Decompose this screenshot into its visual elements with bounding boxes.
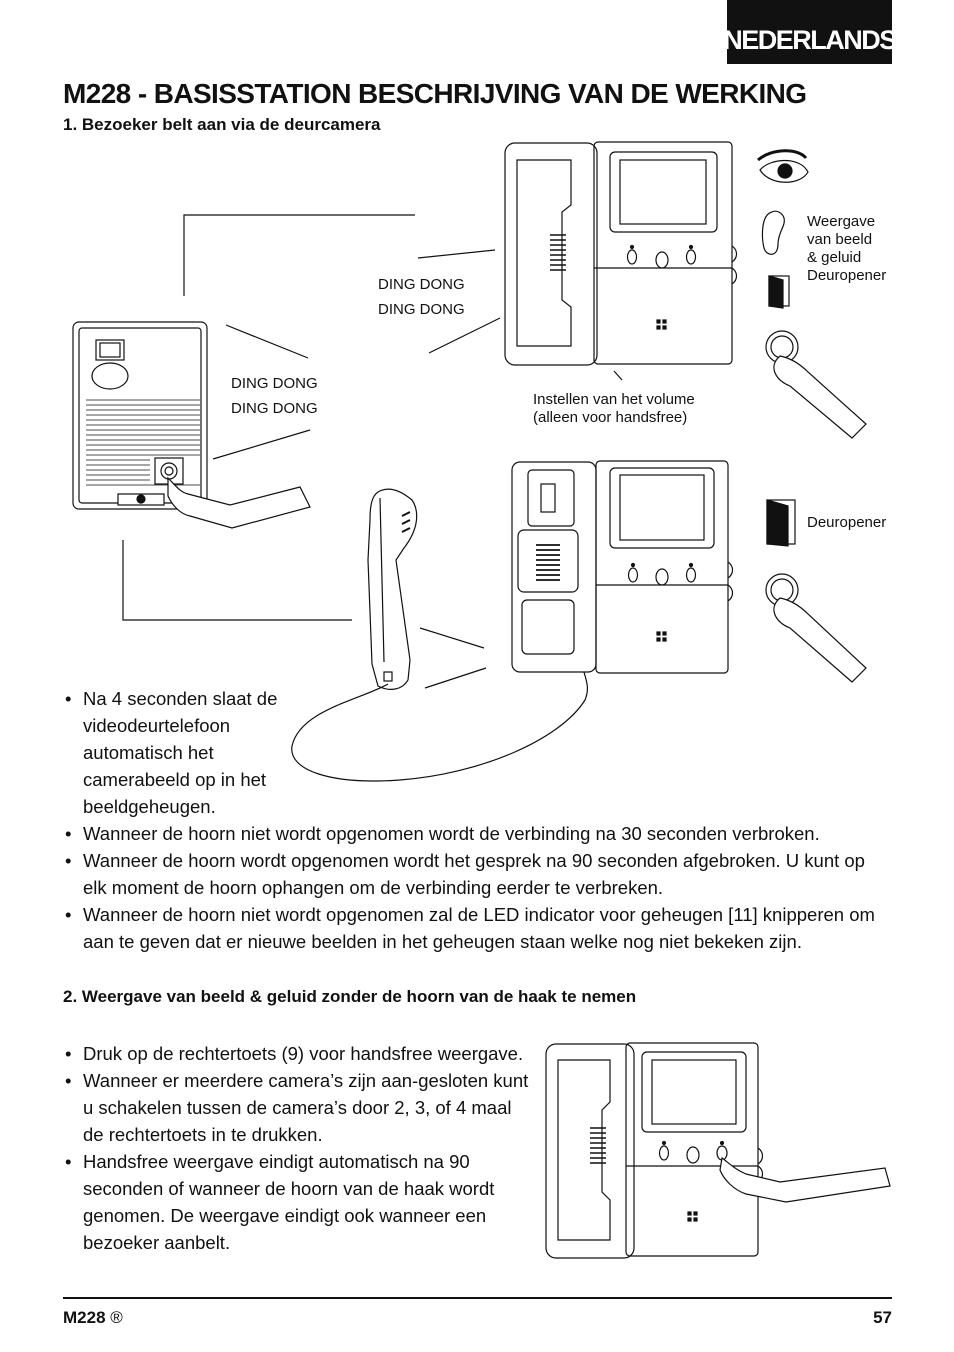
wall-station-top	[504, 141, 738, 366]
figure-door-call	[72, 141, 867, 782]
section1-heading: 1. Bezoeker belt aan via de deurcamera	[63, 115, 381, 134]
wall-station-bottom	[511, 460, 734, 674]
list-item: Na 4 seconden slaat de videodeurtelefoon…	[63, 685, 288, 820]
section2-heading: 2. Weergave van beeld & geluid zonder de…	[63, 987, 637, 1006]
button-press-icon-top	[765, 330, 867, 439]
list-item: Handsfree weergave eindigt automatisch n…	[63, 1148, 533, 1256]
volume-label: Instellen van het volume(alleen voor han…	[533, 391, 695, 426]
section2-bullets: Druk op de rechtertoets (9) voor handsfr…	[63, 1040, 533, 1256]
ear-icon	[761, 210, 785, 255]
list-item: Druk op de rechtertoets (9) voor handsfr…	[63, 1040, 533, 1067]
door-open-icon-top	[768, 275, 790, 309]
list-item: Wanneer de hoorn niet wordt opgenomen za…	[63, 901, 893, 955]
list-item: Wanneer de hoorn niet wordt opgenomen wo…	[63, 820, 893, 847]
page-number: 57	[873, 1308, 892, 1327]
language-badge: NEDERLANDS	[723, 0, 897, 64]
hand-icon-handsfree	[719, 1156, 891, 1203]
section1-bullets: Wanneer de hoorn niet wordt opgenomen wo…	[63, 820, 893, 955]
door-open-icon-bottom	[766, 499, 796, 547]
hand-icon-door	[167, 476, 311, 529]
footer-model: M228 ®	[63, 1308, 123, 1327]
button-press-icon-bottom	[765, 573, 867, 683]
wire-bottom	[122, 540, 352, 621]
wire-top	[183, 214, 415, 296]
section1-bullets-narrow: Na 4 seconden slaat de videodeurtelefoon…	[63, 685, 288, 820]
handset-lifted	[291, 488, 589, 782]
door-panel	[72, 321, 208, 510]
figure-handsfree	[545, 1042, 891, 1259]
door-opener-label: Deuropener	[807, 514, 887, 531]
page-title: M228 - BASISSTATION BESCHRIJVING VAN DE …	[63, 78, 807, 109]
list-item: Wanneer de hoorn wordt opgenomen wordt h…	[63, 847, 893, 901]
footer-divider	[63, 1297, 892, 1299]
eye-icon	[757, 149, 809, 183]
list-item: Wanneer er meerdere camera’s zijn aan-ge…	[63, 1067, 533, 1148]
